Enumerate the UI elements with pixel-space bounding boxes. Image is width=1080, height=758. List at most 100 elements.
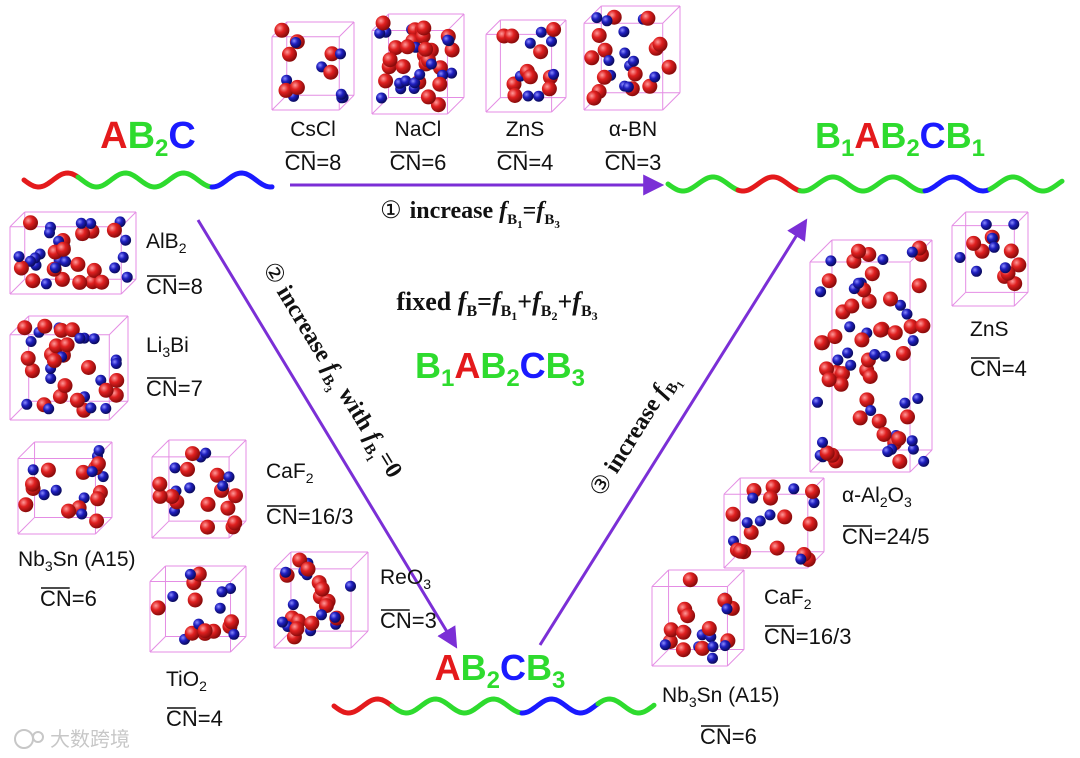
nb3sn_right-cn-label: CN=6 — [700, 724, 757, 749]
li3bi-atom-blue — [26, 336, 37, 347]
tio2-atom-blue — [215, 603, 226, 614]
li3bi-atom-red — [17, 320, 32, 335]
nacl-atom-red — [378, 73, 393, 88]
li3bi-atom-blue — [43, 403, 54, 414]
chain-b1ab2cb1-segment-3 — [925, 177, 989, 191]
caf2_left-cell-edge — [229, 440, 246, 457]
cscl-name-part: CsCl — [290, 118, 336, 141]
center-part-5: C — [520, 345, 546, 386]
nb3sn_left-cell-edge — [18, 442, 35, 459]
caf2_left-atom-red — [201, 497, 216, 512]
caf2_right-atom-blue — [765, 509, 776, 520]
al2o3-atom-red — [912, 278, 927, 293]
tio2-cell-edge — [150, 637, 165, 652]
structure-zns_top: ZnSCN=4 — [486, 20, 566, 175]
chain-b1ab2cb1 — [668, 177, 1062, 191]
al2o3-atom-red — [888, 325, 903, 340]
cscl-atom-red — [282, 47, 297, 62]
abn-atom-red — [662, 60, 677, 75]
al2o3-atom-red — [892, 454, 907, 469]
reo3-name-part: ReO — [380, 566, 423, 589]
al2o3-atom-red — [873, 323, 888, 338]
nacl-cell-edge — [447, 97, 464, 114]
zns_top-atom-blue — [523, 91, 534, 102]
caf2_left-atom-red — [227, 515, 242, 530]
alb2-atom-blue — [120, 235, 131, 246]
zns_top-atom-blue — [525, 38, 536, 49]
abn-atom-blue — [603, 55, 614, 66]
al2o3-atom-red — [865, 266, 880, 281]
structure-al2o3: α-Al2O3CN=24/5 — [810, 240, 932, 549]
tio2-cn-label: CN=4 — [166, 706, 223, 731]
zns_right-atom-blue — [1000, 262, 1011, 273]
reo3-cell-edge — [351, 631, 368, 648]
nacl-atom-red — [400, 39, 415, 54]
caf2_left-atom-blue — [184, 482, 195, 493]
cscl-atom-blue — [336, 89, 347, 100]
al2o3-name-label: α-Al2O3 — [842, 484, 912, 510]
caf2_right-atom-red — [777, 509, 792, 524]
formula-prefix: fixed — [396, 287, 457, 316]
al2o3-atom-red — [853, 410, 868, 425]
abn-atom-red — [653, 37, 668, 52]
structure-tio2: TiO2CN=4 — [150, 566, 246, 731]
abc-part-3: C — [168, 115, 195, 157]
caf2_left-atom-blue — [217, 480, 228, 491]
arrow-1-sub3: 3 — [554, 219, 560, 231]
caf2_left-name-part: 2 — [306, 470, 314, 486]
alb2-name-part: AlB — [146, 230, 179, 253]
caf2_right-atom-blue — [747, 493, 758, 504]
polymer-label-ab2cb3: AB2CB3 — [435, 647, 566, 694]
chain-abc — [24, 173, 272, 187]
arrow-2-label: ②increase fB3 with fB1=0 — [251, 258, 407, 486]
ab2cb3-part-4: B — [526, 647, 552, 688]
zns_top-cn-label: CN=4 — [497, 150, 554, 175]
structure-cscl: CsClCN=8 — [272, 22, 354, 175]
nacl-atom-blue — [414, 69, 425, 80]
alb2-atom-blue — [60, 256, 71, 267]
abc-part-1: B — [128, 115, 155, 157]
caf2_left-name-label: CaF2 — [266, 460, 314, 486]
zns_right-cell-edge — [952, 292, 966, 306]
li3bi-name-part: Bi — [170, 334, 189, 357]
alb2-atom-red — [25, 273, 40, 288]
abn-name-label: α-BN — [609, 118, 657, 141]
li3bi-cell-edge — [109, 316, 128, 335]
nacl-atom-red — [396, 59, 411, 74]
chain-ab2cb3-segment-0 — [334, 699, 392, 713]
zns_top-atom-blue — [536, 27, 547, 38]
nacl-atom-red — [416, 21, 431, 36]
nb3sn_left-atom-red — [61, 504, 76, 519]
nacl-atom-red — [418, 42, 433, 57]
abn-atom-red — [597, 70, 612, 85]
zns_top-atom-blue — [546, 36, 557, 47]
alb2-atom-blue — [14, 251, 25, 262]
caf2_left-atom-red — [220, 501, 235, 516]
zns_right-atom-blue — [989, 242, 1000, 253]
tio2-atom-blue — [167, 591, 178, 602]
alb2-atom-blue — [85, 218, 96, 229]
al2o3-atom-red — [915, 318, 930, 333]
b1ab2cb1-part-6: B — [946, 115, 972, 156]
nb3sn_left-atom-red — [18, 497, 33, 512]
b1ab2cb1-part-0: B — [815, 115, 841, 156]
alb2-atom-red — [94, 275, 109, 290]
reo3-atom-blue — [277, 617, 288, 628]
nb3sn_left-cn-label: CN=6 — [40, 586, 97, 611]
al2o3-atom-red — [822, 372, 837, 387]
nacl-atom-red — [376, 16, 391, 31]
formula-sub-b1: B — [501, 303, 512, 320]
nb3sn_right-cell-edge — [727, 649, 744, 666]
nb3sn_left-atom-red — [41, 463, 56, 478]
nb3sn_left-cell-edge — [18, 517, 35, 534]
zns_top-atom-red — [542, 81, 557, 96]
al2o3-atom-red — [863, 369, 878, 384]
li3bi-cn-label: CN=7 — [146, 376, 203, 401]
nb3sn_right-cell-edge — [727, 570, 744, 587]
b1ab2cb1-part-5: C — [920, 115, 946, 156]
nb3sn_right-atom-red — [695, 641, 710, 656]
polymer-label-abc: AB2C — [100, 115, 196, 162]
al2o3-atom-blue — [882, 446, 893, 457]
